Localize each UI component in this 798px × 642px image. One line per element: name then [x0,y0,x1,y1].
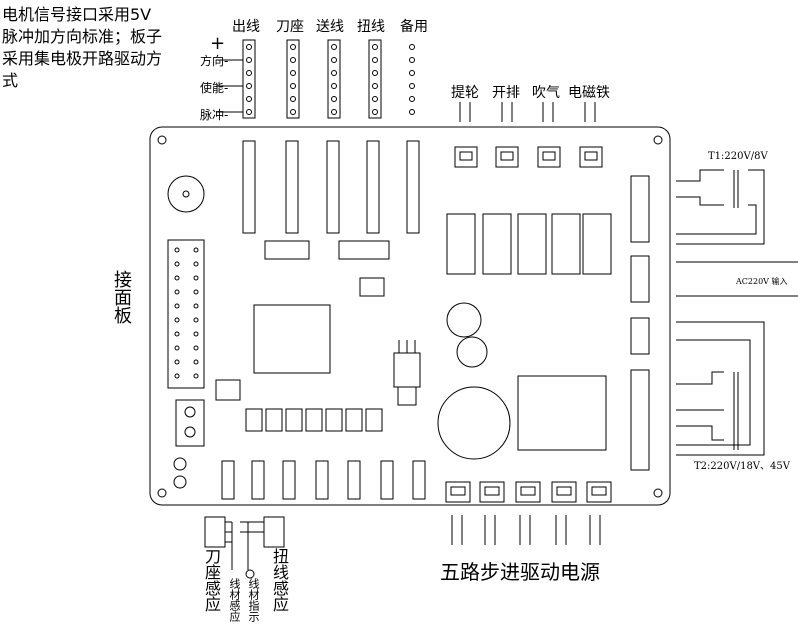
capacitor [446,302,482,338]
stepper-power-terminals [445,481,612,503]
wire-sense-label: 线材感应 [228,578,241,622]
stepper-power-leads [451,515,601,545]
mount-hole [653,488,663,498]
output-terminals [454,146,603,168]
interface-note: 电机信号接口采用5V脉冲加方向标准；板子采用集电极开路驱动方式 [2,5,163,90]
large-capacitor [437,386,511,460]
capacitor [456,336,488,368]
fuse [173,475,187,489]
t2-transformer [676,321,765,456]
header-out-wire: 出线 [232,19,260,35]
terminal-block [175,399,205,447]
panel-connector-pins [174,247,199,379]
header-knife-seat: 刀座 [276,19,304,35]
mount-hole [157,488,167,498]
direction-label: 方向- [200,54,229,68]
sensor-connector [204,516,226,548]
mount-hole [157,135,167,145]
t2-label: T2:220V/18V、45V [694,461,790,472]
ic-small [264,240,310,260]
voltage-regulator [393,352,421,388]
t1-transformer [676,169,765,245]
header-lift-wheel: 提轮 [451,85,479,101]
stepper-power-label: 五路步进驱动电源 [440,560,600,584]
buzzer [167,175,205,213]
header-feed-wire: 送线 [316,19,344,35]
fuse [173,457,187,471]
sensor-connector [263,516,285,548]
header-twist-wire: 扭线 [357,19,385,35]
power-chip [517,375,607,451]
header-electromagnet: 电磁铁 [568,85,610,101]
relays [446,213,612,275]
wire-indicator-label: 线材指示 [247,578,260,622]
driver-chip-row [245,408,383,432]
t1-label: T1:220V/8V [708,151,768,162]
header-spare: 备用 [400,19,428,35]
twist-sense-label: 扭线感应 [270,548,289,612]
terminal-leads [459,102,596,122]
pcb-board [149,126,671,506]
ic-small [215,379,241,401]
right-connectors [630,175,650,471]
ac-input-label: AC220V 输入 [736,277,788,286]
bottom-sensor-connectors [221,460,426,500]
top-header-pins [246,44,415,115]
enable-label: 使能- [200,81,229,95]
knife-seat-sense-label: 刀座感应 [202,548,221,612]
motor-connectors [242,140,420,234]
header-open-row: 开排 [492,85,520,101]
panel-connector [167,239,205,389]
panel-connector-label: 接面板 [111,270,132,324]
header-blow-air: 吹气 [532,85,560,101]
plus-label: + [210,33,226,54]
top-external-headers [242,39,382,119]
ic-small [338,240,390,260]
ic-small [359,277,385,297]
mcu-chip [253,304,331,374]
mount-hole [653,135,663,145]
